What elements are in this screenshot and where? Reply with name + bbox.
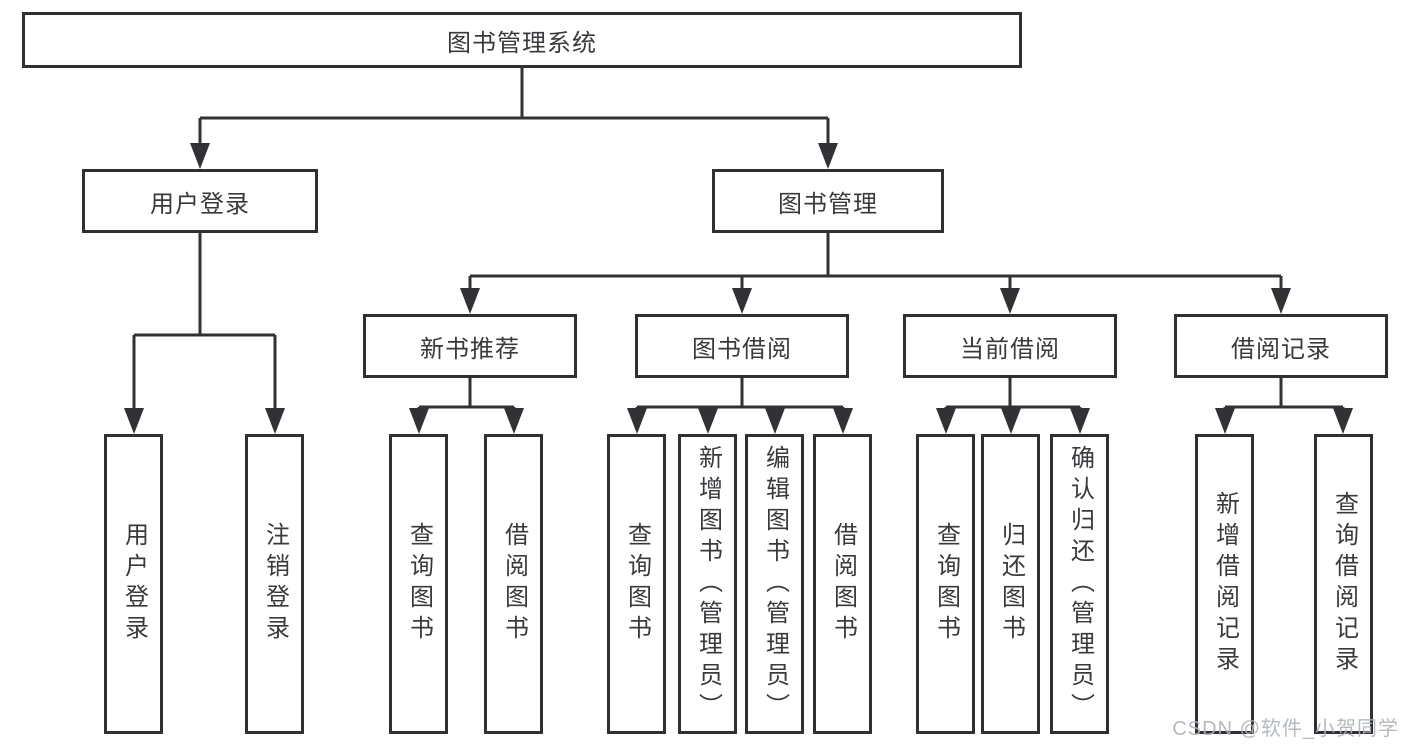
- leaf-rec-query-books: 查询图书: [389, 434, 448, 734]
- leaf-rec-borrow-books: 借阅图书: [484, 434, 543, 734]
- leaf-current-return-books: 归还图书: [981, 434, 1040, 734]
- node-book-management: 图书管理: [712, 169, 944, 233]
- leaf-borrow-borrow-books: 借阅图书: [813, 434, 872, 734]
- leaf-borrow-add-books-admin: 新增图书（管理员）: [678, 434, 737, 734]
- leaf-borrow-query-books: 查询图书: [607, 434, 666, 734]
- node-current-borrowing: 当前借阅: [903, 314, 1117, 378]
- leaf-records-add-record: 新增借阅记录: [1195, 434, 1254, 734]
- node-borrowing-records: 借阅记录: [1174, 314, 1388, 378]
- leaf-user-login: 用户登录: [104, 434, 163, 734]
- leaf-records-query-record: 查询借阅记录: [1314, 434, 1373, 734]
- leaf-borrow-edit-books-admin: 编辑图书（管理员）: [745, 434, 804, 734]
- node-user-login: 用户登录: [82, 169, 318, 233]
- node-book-borrowing: 图书借阅: [635, 314, 849, 378]
- leaf-current-confirm-return-admin: 确认归还（管理员）: [1050, 434, 1109, 734]
- csdn-watermark: CSDN @软件_小贺同学: [1172, 718, 1399, 740]
- leaf-logout: 注销登录: [245, 434, 304, 734]
- node-new-book-recommendation: 新书推荐: [363, 314, 577, 378]
- node-root-system: 图书管理系统: [22, 12, 1022, 68]
- leaf-current-query-books: 查询图书: [916, 434, 975, 734]
